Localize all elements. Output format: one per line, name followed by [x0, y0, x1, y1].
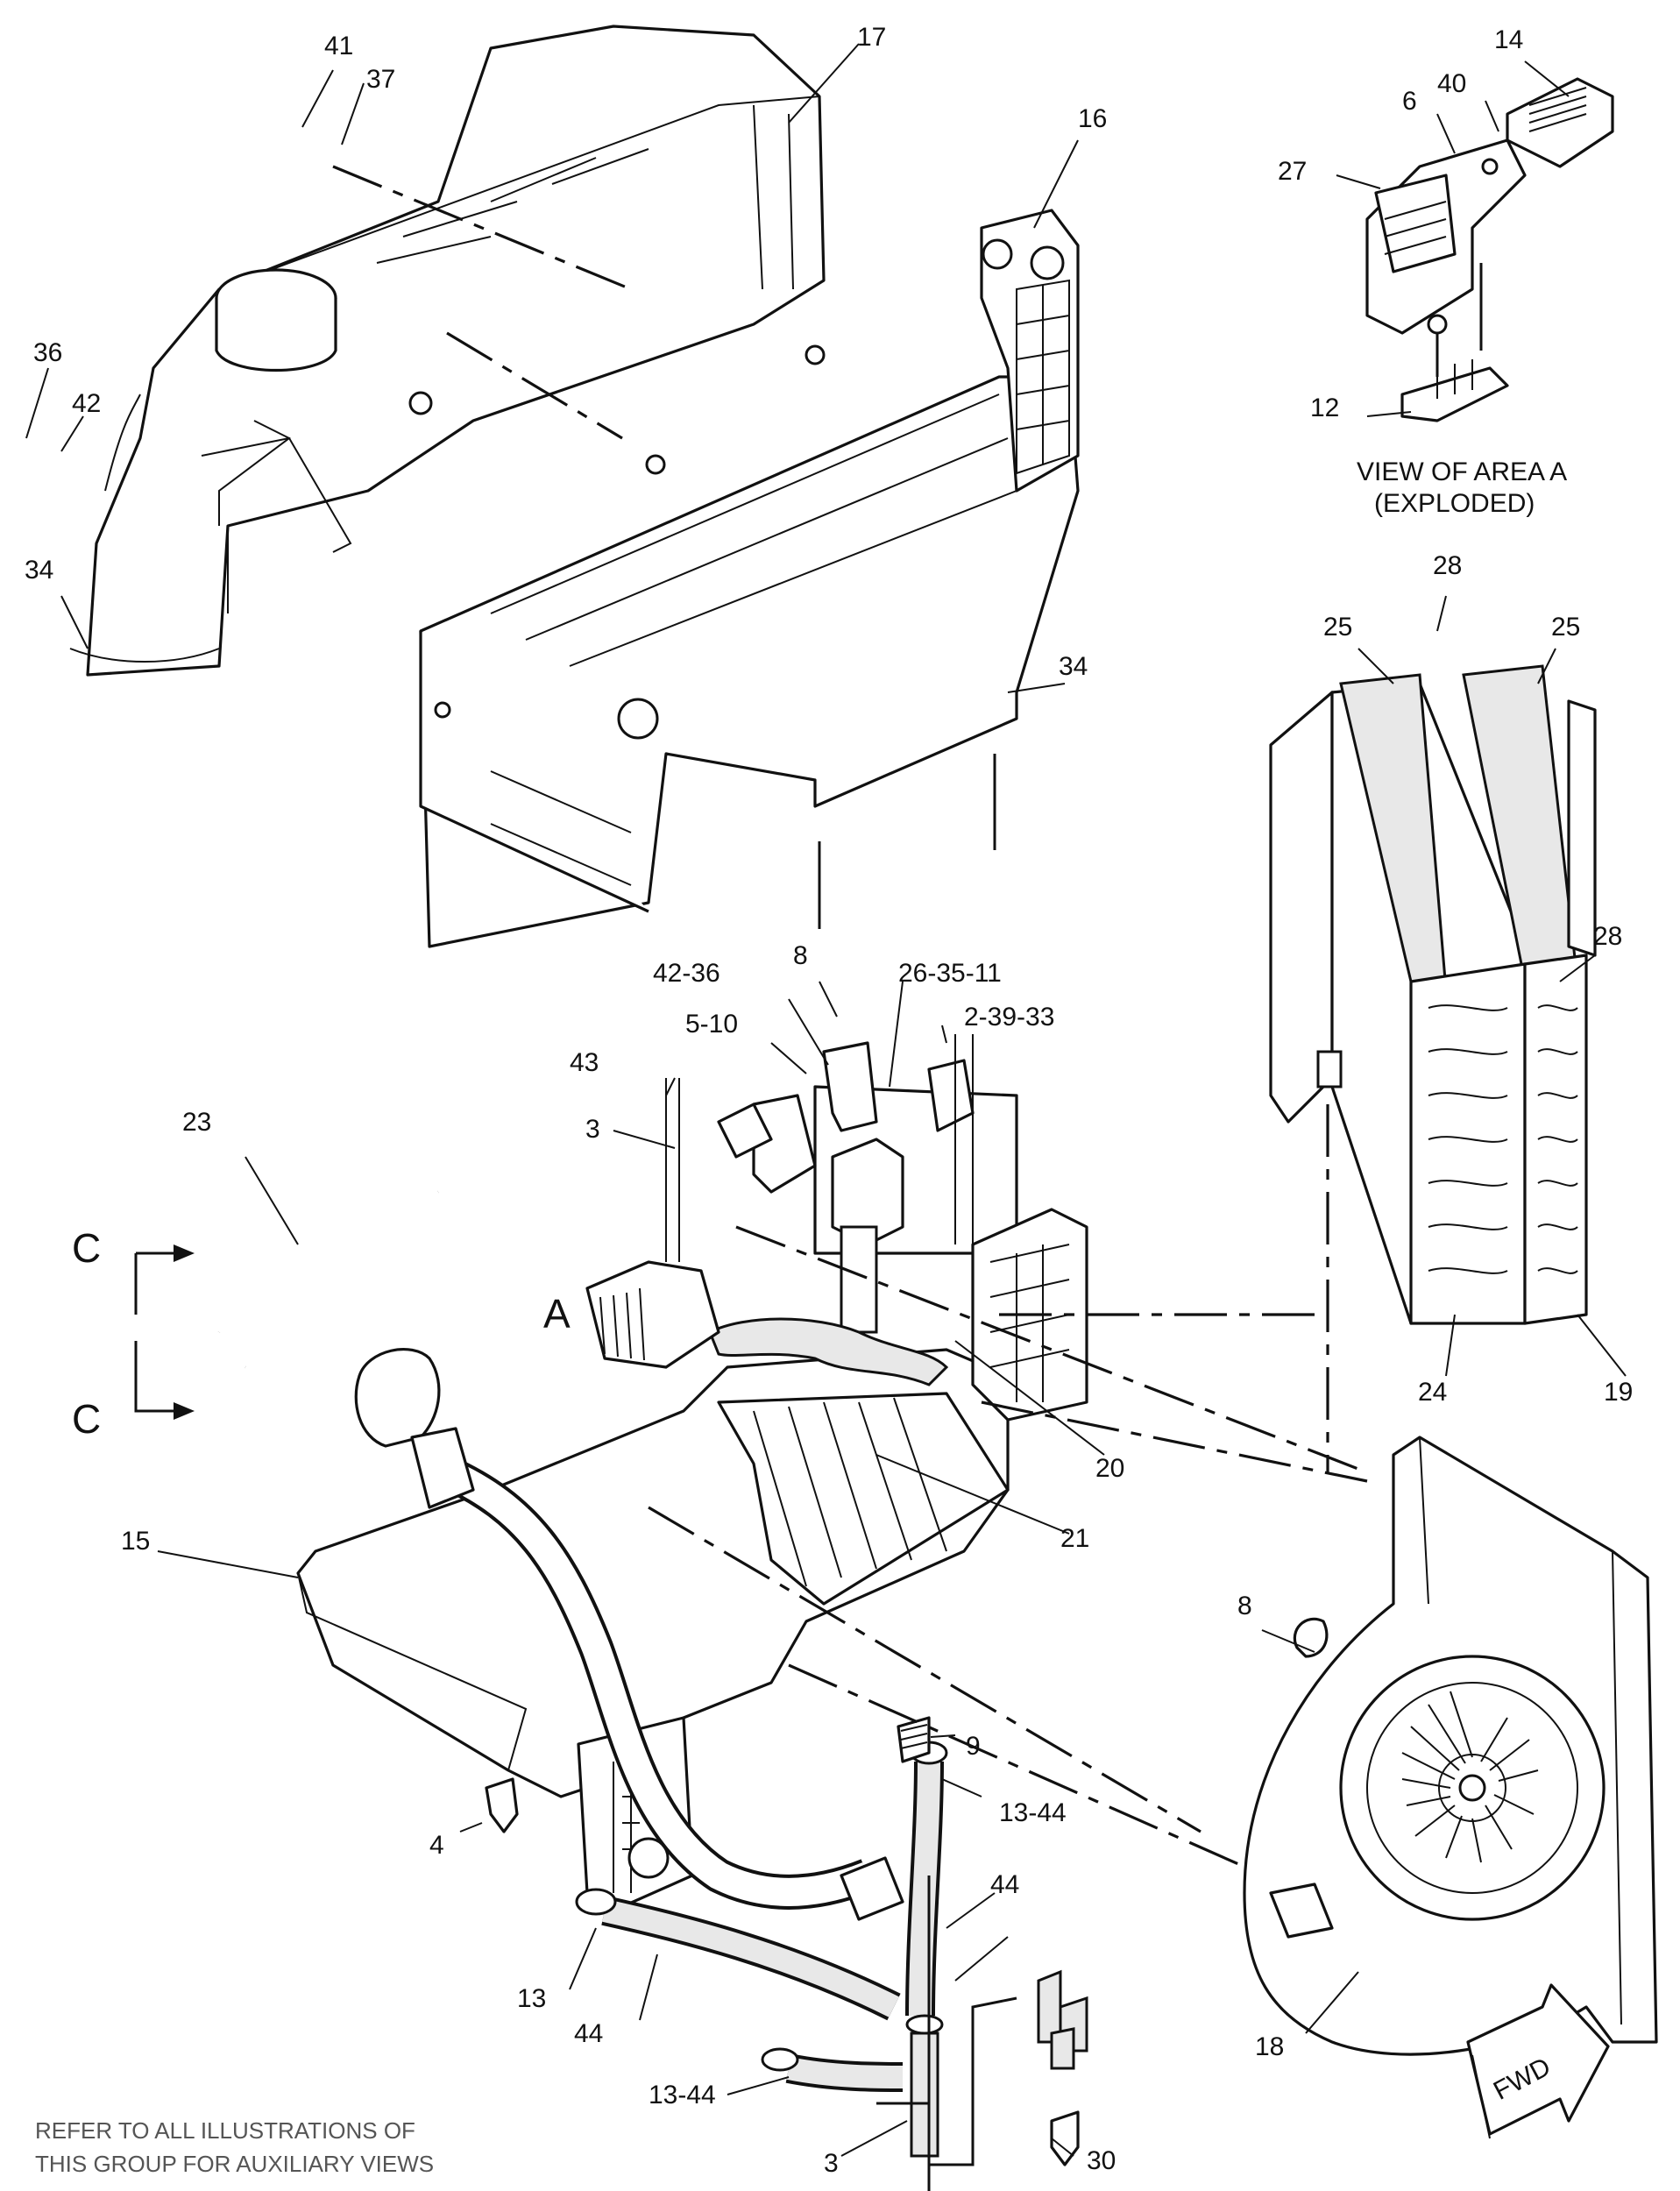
callout-34-center: 34	[1059, 652, 1088, 681]
area-a-marker: A	[543, 1291, 571, 1337]
callout-2-39-33: 2-39-33	[964, 1003, 1054, 1032]
callout-6: 6	[1402, 87, 1417, 116]
callout-44-left: 44	[574, 2019, 603, 2048]
callout-42-36: 42-36	[653, 959, 720, 988]
relay-component-a	[585, 1260, 720, 1369]
callout-23: 23	[182, 1108, 211, 1137]
lower-heater-housing	[296, 1085, 1088, 1912]
callout-13-44-lower: 13-44	[649, 2081, 716, 2109]
callout-5-10: 5-10	[685, 1010, 738, 1039]
footer-note: REFER TO ALL ILLUSTRATIONS OF THIS GROUP…	[35, 2117, 434, 2177]
footer-note-line1: REFER TO ALL ILLUSTRATIONS OF	[35, 2117, 415, 2144]
section-c-lower-label: C	[72, 1396, 101, 1442]
callout-28-top: 28	[1433, 551, 1462, 580]
callout-13: 13	[517, 1984, 546, 2013]
duct-end-grid	[1016, 279, 1070, 475]
leader-lines	[25, 43, 1627, 2157]
callout-8-upper: 8	[793, 941, 808, 970]
callout-19: 19	[1604, 1378, 1633, 1407]
callout-3-upper: 3	[585, 1115, 600, 1144]
callout-25-left: 25	[1323, 613, 1352, 642]
callout-12: 12	[1310, 394, 1339, 422]
drain-fittings-detail	[485, 1716, 1088, 2166]
callout-40: 40	[1437, 69, 1466, 98]
view-caption-line1: VIEW OF AREA A	[1357, 457, 1567, 486]
alignment-lines	[332, 165, 1368, 2191]
blower-assembly	[1243, 1436, 1658, 2056]
callout-14: 14	[1494, 25, 1523, 54]
callout-3-lower: 3	[824, 2149, 839, 2178]
callout-41: 41	[324, 32, 353, 60]
callout-18: 18	[1255, 2032, 1284, 2061]
hose-connectors	[354, 1348, 904, 1921]
forward-direction-arrow: FWD	[1466, 1983, 1610, 2139]
section-c-upper-label: C	[72, 1225, 101, 1271]
callout-34-left: 34	[25, 556, 53, 585]
callout-8-blower: 8	[1237, 1592, 1252, 1620]
evaporator-core-assembly	[1269, 664, 1597, 1325]
drain-tube-assembly	[575, 1741, 948, 2158]
callout-37: 37	[366, 65, 395, 94]
callout-4: 4	[429, 1831, 444, 1860]
area-a-exploded-detail	[1365, 77, 1614, 422]
view-caption-line2: (EXPLODED)	[1374, 489, 1535, 518]
callout-42: 42	[72, 389, 101, 418]
callout-30: 30	[1087, 2146, 1116, 2175]
callout-44-right: 44	[990, 1870, 1019, 1899]
callout-36: 36	[33, 338, 62, 367]
callout-16: 16	[1078, 104, 1107, 133]
callout-9: 9	[966, 1732, 981, 1761]
callout-27: 27	[1278, 157, 1307, 186]
callout-13-44-upper: 13-44	[999, 1798, 1067, 1827]
section-c-indicator: C C	[72, 1225, 195, 1442]
callout-43: 43	[570, 1048, 599, 1077]
callout-20: 20	[1095, 1454, 1124, 1483]
callout-25-right: 25	[1551, 613, 1580, 642]
upper-left-duct-housing	[69, 25, 826, 677]
actuator-cluster	[665, 1034, 975, 1386]
area-a-caption: VIEW OF AREA A (EXPLODED)	[1357, 457, 1567, 518]
callout-26-35-11: 26-35-11	[898, 959, 1002, 988]
callout-24: 24	[1418, 1378, 1447, 1407]
callout-15: 15	[121, 1527, 150, 1556]
center-duct-housing	[419, 209, 1080, 948]
footer-note-line2: THIS GROUP FOR AUXILIARY VIEWS	[35, 2151, 434, 2177]
callout-17: 17	[857, 23, 886, 52]
callout-28-side: 28	[1593, 922, 1622, 951]
callout-labels: 41 37 17 16 14 6 40 27 12 36 42 34 34 28…	[25, 23, 1633, 2178]
hose-23	[212, 1186, 442, 1425]
heater-hose-lower	[439, 1456, 875, 1910]
callout-21: 21	[1060, 1524, 1089, 1553]
